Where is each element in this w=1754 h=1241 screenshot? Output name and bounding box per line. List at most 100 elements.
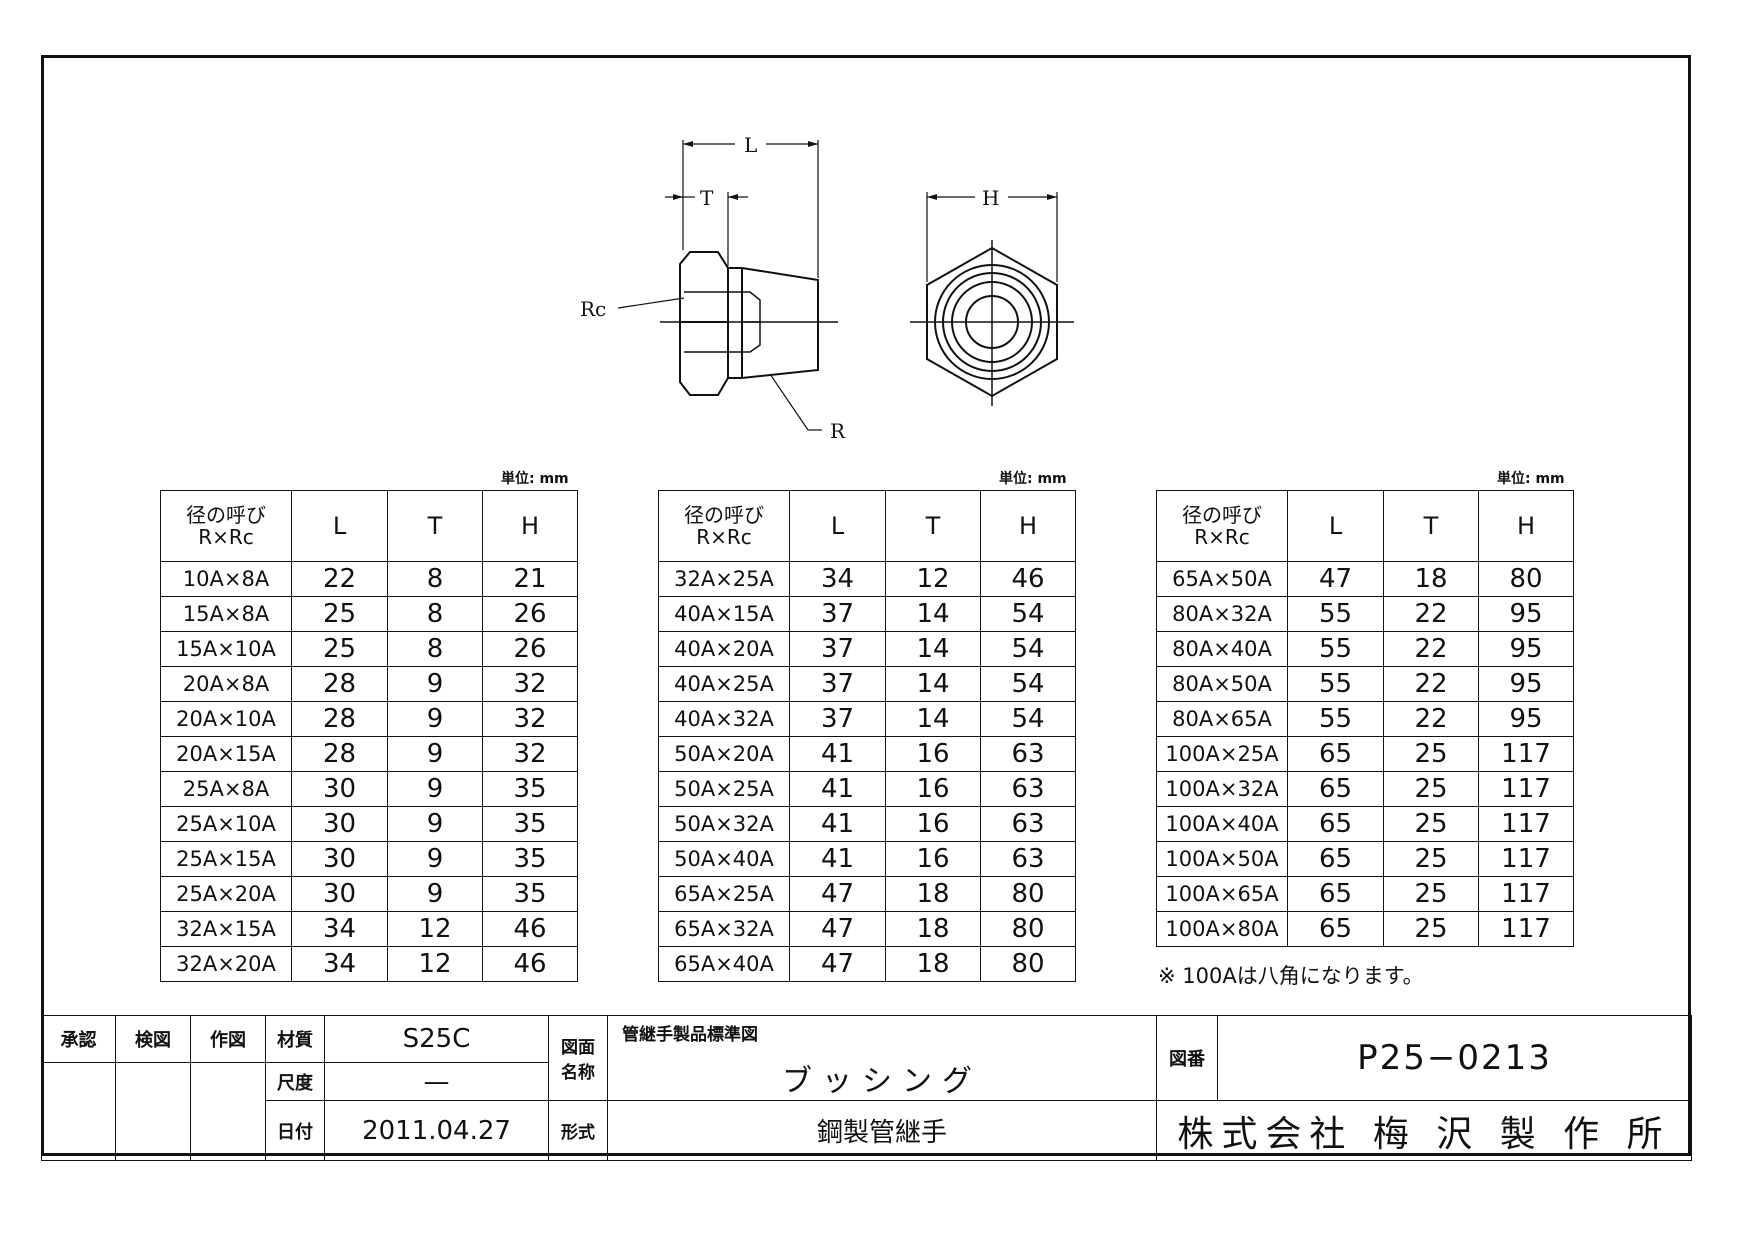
t-cell: 16 bbox=[885, 736, 981, 772]
drawing-category: 管継手製品標準図 bbox=[622, 1025, 758, 1045]
h-cell: 80 bbox=[980, 876, 1076, 912]
h-cell: 117 bbox=[1478, 806, 1574, 842]
h-cell: 80 bbox=[980, 946, 1076, 982]
h-cell: 35 bbox=[482, 806, 578, 842]
size-cell: 32A×20A bbox=[160, 946, 292, 982]
t-cell: 25 bbox=[1383, 771, 1479, 807]
approve-stamp-cell bbox=[41, 1062, 116, 1161]
size-cell: 100A×50A bbox=[1156, 841, 1288, 877]
header-l: L bbox=[789, 490, 886, 562]
drawing-name-cell: 管継手製品標準図 ブッシング bbox=[607, 1015, 1157, 1101]
h-cell: 46 bbox=[980, 561, 1076, 597]
h-cell: 117 bbox=[1478, 841, 1574, 877]
h-cell: 35 bbox=[482, 771, 578, 807]
l-cell: 25 bbox=[291, 631, 388, 667]
size-cell: 40A×32A bbox=[658, 701, 790, 737]
company-name: 株式会社 梅 沢 製 作 所 bbox=[1156, 1100, 1692, 1161]
t-cell: 8 bbox=[387, 631, 483, 667]
t-cell: 25 bbox=[1383, 876, 1479, 912]
t-cell: 16 bbox=[885, 841, 981, 877]
t-cell: 22 bbox=[1383, 596, 1479, 632]
t-cell: 9 bbox=[387, 876, 483, 912]
l-cell: 65 bbox=[1287, 841, 1384, 877]
h-cell: 95 bbox=[1478, 666, 1574, 702]
size-cell: 20A×8A bbox=[160, 666, 292, 702]
h-cell: 95 bbox=[1478, 701, 1574, 737]
size-cell: 100A×40A bbox=[1156, 806, 1288, 842]
l-cell: 22 bbox=[291, 561, 388, 597]
t-cell: 22 bbox=[1383, 666, 1479, 702]
size-cell: 50A×25A bbox=[658, 771, 790, 807]
draw-stamp-cell bbox=[190, 1062, 266, 1161]
h-cell: 32 bbox=[482, 736, 578, 772]
l-cell: 55 bbox=[1287, 596, 1384, 632]
header-t: T bbox=[387, 490, 483, 562]
l-cell: 34 bbox=[789, 561, 886, 597]
size-cell: 50A×32A bbox=[658, 806, 790, 842]
size-cell: 100A×65A bbox=[1156, 876, 1288, 912]
size-cell: 40A×20A bbox=[658, 631, 790, 667]
h-cell: 95 bbox=[1478, 631, 1574, 667]
size-cell: 15A×10A bbox=[160, 631, 292, 667]
octagon-note: ※ 100Aは八角になります。 bbox=[1158, 964, 1424, 988]
size-cell: 80A×40A bbox=[1156, 631, 1288, 667]
header-h: H bbox=[482, 490, 578, 562]
bushing-side-outline bbox=[679, 251, 729, 396]
t-cell: 9 bbox=[387, 771, 483, 807]
scale-value: — bbox=[324, 1062, 549, 1101]
h-cell: 63 bbox=[980, 806, 1076, 842]
h-cell: 117 bbox=[1478, 876, 1574, 912]
drawing-number-label: 図番 bbox=[1156, 1015, 1218, 1101]
header-l: L bbox=[1287, 490, 1384, 562]
t-cell: 9 bbox=[387, 806, 483, 842]
l-cell: 34 bbox=[291, 911, 388, 947]
size-cell: 40A×25A bbox=[658, 666, 790, 702]
size-cell: 80A×65A bbox=[1156, 701, 1288, 737]
t-cell: 18 bbox=[885, 911, 981, 947]
h-cell: 35 bbox=[482, 841, 578, 877]
thread-label-r: R bbox=[830, 419, 846, 443]
l-cell: 41 bbox=[789, 806, 886, 842]
size-cell: 80A×50A bbox=[1156, 666, 1288, 702]
date-label: 日付 bbox=[265, 1100, 325, 1161]
l-cell: 47 bbox=[1287, 561, 1384, 597]
header-t: T bbox=[1383, 490, 1479, 562]
t-cell: 8 bbox=[387, 561, 483, 597]
drawing-number: P25−0213 bbox=[1217, 1015, 1692, 1101]
l-cell: 28 bbox=[291, 736, 388, 772]
size-cell: 100A×32A bbox=[1156, 771, 1288, 807]
h-cell: 54 bbox=[980, 701, 1076, 737]
h-cell: 117 bbox=[1478, 736, 1574, 772]
type-value: 鋼製管継手 bbox=[607, 1100, 1157, 1161]
l-cell: 55 bbox=[1287, 666, 1384, 702]
t-cell: 14 bbox=[885, 701, 981, 737]
title-block: 承認 検図 作図 材質 S25C 図面名称 管継手製品標準図 ブッシング 図番 … bbox=[41, 1015, 1692, 1161]
size-cell: 65A×25A bbox=[658, 876, 790, 912]
size-cell: 65A×32A bbox=[658, 911, 790, 947]
l-cell: 41 bbox=[789, 771, 886, 807]
h-cell: 35 bbox=[482, 876, 578, 912]
t-cell: 16 bbox=[885, 771, 981, 807]
unit-label-3: 単位: mm bbox=[1497, 471, 1565, 487]
h-cell: 21 bbox=[482, 561, 578, 597]
l-cell: 65 bbox=[1287, 911, 1384, 947]
h-cell: 46 bbox=[482, 946, 578, 982]
l-cell: 25 bbox=[291, 596, 388, 632]
t-cell: 18 bbox=[885, 946, 981, 982]
t-cell: 14 bbox=[885, 631, 981, 667]
